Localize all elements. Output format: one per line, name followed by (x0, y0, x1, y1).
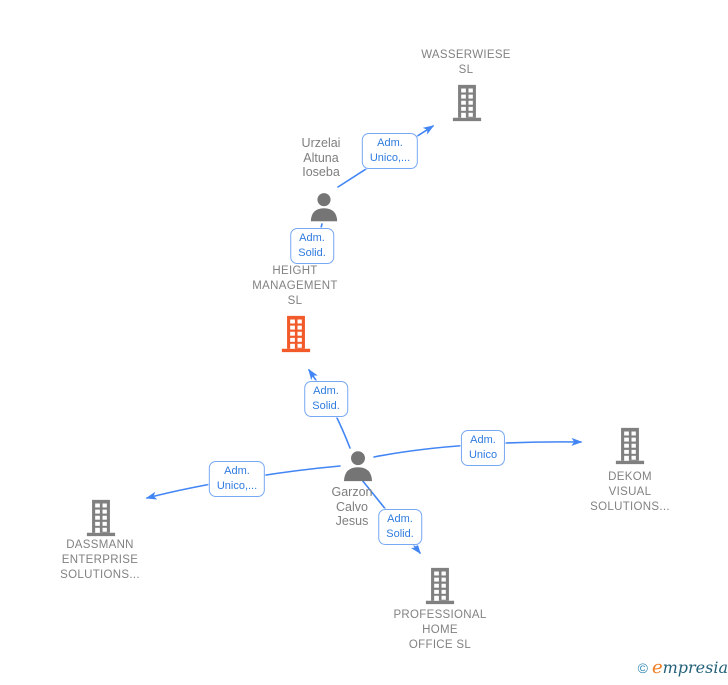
company-name-line: VISUAL (608, 486, 652, 498)
edge-label-urzelai-height[interactable]: Adm. Solid. (290, 228, 334, 264)
edge-label-line: Unico,... (216, 480, 258, 492)
edge-label-line: Adm. (313, 385, 339, 397)
person-icon[interactable] (341, 450, 375, 482)
node-professional-home-office-sl[interactable]: PROFESSIONAL HOME OFFICE SL (360, 608, 520, 653)
person-icon[interactable] (308, 192, 340, 222)
edge-label-line: Unico,... (369, 152, 411, 164)
empresia-logo: empresia (652, 659, 728, 677)
company-name-line: OFFICE SL (408, 639, 472, 651)
building-icon[interactable] (451, 84, 483, 122)
node-height-management-sl[interactable]: HEIGHT MANAGEMENT SL (215, 264, 375, 309)
edge-label-line: Adm. (377, 137, 403, 149)
copyright-icon: © (637, 660, 648, 676)
node-garzon-calvo-jesus[interactable]: Garzon Calvo Jesus (272, 485, 432, 529)
company-name-line: SOLUTIONS... (590, 501, 670, 513)
edge-label-garzon-professional[interactable]: Adm. Solid. (378, 509, 422, 545)
node-urzelai-altuna-ioseba[interactable]: Urzelai Altuna Ioseba (241, 136, 401, 180)
company-name-line: ENTERPRISE (61, 554, 139, 566)
edge-label-line: Adm. (387, 513, 413, 525)
company-name-line: PROFESSIONAL (393, 609, 487, 621)
edge-label-line: Solid. (386, 528, 414, 540)
edge-label-line: Unico (468, 449, 498, 461)
company-name-line: DEKOM (608, 471, 652, 483)
node-wasserwiese-sl[interactable]: WASSERWIESE SL (386, 48, 546, 78)
logo-rest: mpresia (662, 658, 728, 677)
person-name-line: Ioseba (302, 165, 340, 179)
edge-label-garzon-height[interactable]: Adm. Solid. (304, 381, 348, 417)
edge-label-line: Adm. (299, 232, 325, 244)
person-name-line: Calvo (336, 499, 368, 514)
company-name-line: SL (458, 64, 474, 76)
edge-label-urzelai-wasserwiese[interactable]: Adm. Unico,... (361, 133, 419, 169)
edge-label-line: Solid. (312, 400, 340, 412)
company-name-line: MANAGEMENT (252, 280, 338, 292)
empresia-watermark: © empresia (638, 654, 728, 682)
logo-initial: e (651, 657, 663, 678)
edge-label-garzon-dekom[interactable]: Adm. Unico (460, 430, 506, 466)
person-name-line: Garzon (331, 485, 373, 499)
edge-label-line: Solid. (298, 247, 326, 259)
person-name-line: Urzelai (301, 136, 341, 150)
building-icon-highlighted[interactable] (280, 315, 312, 353)
node-dassmann-enterprise-solutions[interactable]: DASSMANN ENTERPRISE SOLUTIONS... (20, 538, 180, 583)
building-icon[interactable] (614, 427, 646, 465)
company-name-line: SOLUTIONS... (60, 569, 140, 581)
edge-label-garzon-dassmann[interactable]: Adm. Unico,... (208, 461, 266, 497)
company-name-line: HOME (422, 624, 458, 636)
company-name-line: HEIGHT (272, 265, 318, 277)
node-dekom-visual-solutions[interactable]: DEKOM VISUAL SOLUTIONS... (550, 470, 710, 515)
company-name-line: DASSMANN (66, 539, 134, 551)
person-name-line: Jesus (335, 514, 369, 528)
edge-label-line: Adm. (224, 465, 250, 477)
building-icon[interactable] (424, 567, 456, 605)
building-icon[interactable] (85, 499, 117, 537)
person-name-line: Altuna (303, 150, 339, 165)
company-name-line: SL (287, 295, 303, 307)
edge-label-line: Adm. (470, 434, 496, 446)
company-name-line: WASSERWIESE (421, 49, 511, 61)
